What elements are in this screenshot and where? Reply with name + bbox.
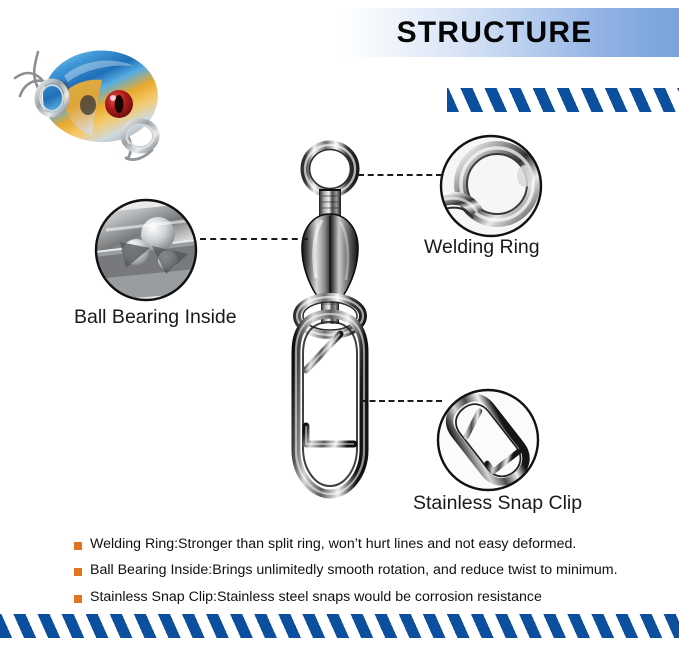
callout-label-ball-bearing-inside: Ball Bearing Inside [74, 306, 237, 328]
lure-spot [80, 95, 96, 115]
callout-label-stainless-snap-clip: Stainless Snap Clip [413, 492, 583, 514]
callout-photo-stainless-snap-clip [433, 386, 543, 494]
bullet-item: Welding Ring:Stronger than split ring, w… [74, 536, 674, 552]
bullet-square-icon [74, 594, 82, 603]
lure-split-ring [40, 84, 154, 148]
bullet-square-icon [74, 542, 82, 550]
stainless-snap-clip [291, 309, 369, 499]
welded-ring-top [300, 140, 360, 198]
callout-label-welding-ring: Welding Ring [424, 236, 540, 258]
welded-ring-bottom [293, 293, 367, 339]
lure-pupil [114, 95, 124, 113]
callout-circle-border [439, 134, 543, 238]
diagonal-stripe-band-top [447, 88, 679, 112]
lure-eye-highlight [110, 95, 116, 101]
callout-photo-welding-ring [437, 132, 545, 240]
leader-line-welding-ring [358, 174, 442, 176]
crankbait-lure-photo [2, 32, 180, 182]
diagonal-stripe-band-bottom [0, 614, 679, 638]
leader-line-ball-bearing [200, 238, 308, 240]
bullet-item: Ball Bearing Inside:Brings unlimitedly s… [74, 562, 674, 578]
lure-highlight [64, 60, 134, 82]
title-banner: STRUCTURE [338, 8, 679, 57]
leader-line-snap-clip [360, 400, 442, 402]
bullet-text: Ball Bearing Inside:Brings unlimitedly s… [90, 562, 618, 579]
feature-bullet-list: Welding Ring:Stronger than split ring, w… [74, 536, 674, 615]
swivel-snap-product-illustration [262, 138, 398, 508]
bullet-item: Stainless Snap Clip:Stainless steel snap… [74, 589, 674, 605]
callout-circle-border [436, 388, 540, 492]
callout-photo-ball-bearing-inside [92, 196, 200, 304]
callout-circle-border [94, 198, 198, 302]
bullet-text: Welding Ring:Stronger than split ring, w… [90, 536, 577, 552]
bullet-text: Stainless Snap Clip:Stainless steel snap… [90, 588, 542, 605]
bullet-square-icon [74, 568, 82, 577]
ball-bearing-body [301, 213, 359, 301]
page-title: STRUCTURE [396, 15, 593, 49]
lure-hook-hanger [34, 78, 160, 154]
